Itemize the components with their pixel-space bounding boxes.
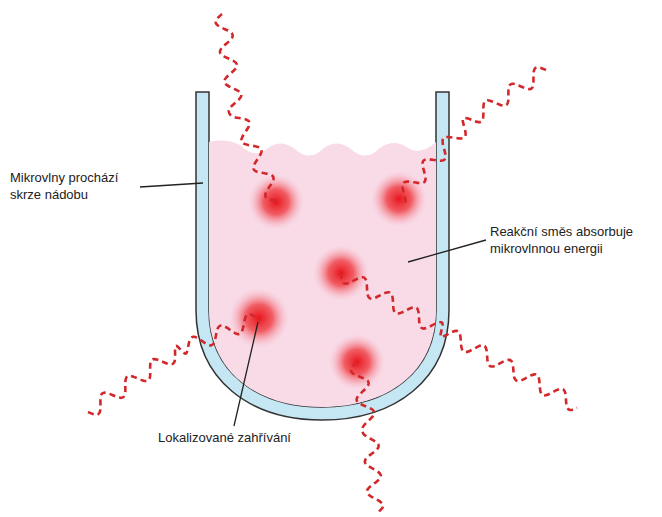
hotspots xyxy=(229,171,427,390)
hotspot xyxy=(248,174,304,230)
callout-label: Lokalizované zahřívání xyxy=(158,429,333,446)
microwave xyxy=(341,273,577,410)
reaction-mixture xyxy=(209,141,436,407)
vessel-wall xyxy=(196,92,449,420)
microwave xyxy=(402,67,546,204)
callout-label: Mikrovlny prochází skrze nádobu xyxy=(10,169,140,203)
hotspot xyxy=(229,288,289,348)
microwave xyxy=(216,14,279,201)
hotspot xyxy=(371,171,427,227)
leader-line xyxy=(140,183,203,187)
microwaves xyxy=(88,14,577,512)
leader-line xyxy=(408,240,486,262)
leader-line xyxy=(234,322,258,426)
microwave xyxy=(88,314,260,414)
callout-label: Reakční směs absorbuje mikrovlnnou energ… xyxy=(490,223,655,257)
microwave xyxy=(351,362,383,512)
